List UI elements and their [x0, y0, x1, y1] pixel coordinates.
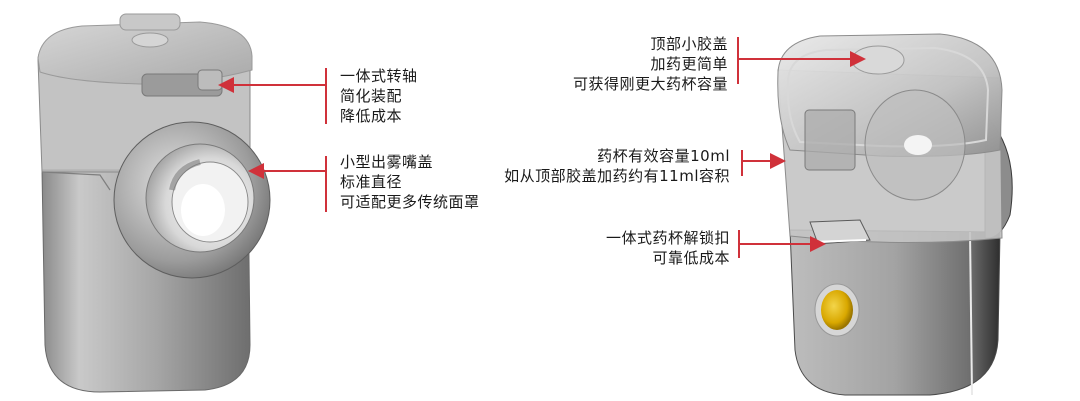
- callout-line: 一体式药杯解锁扣: [605, 229, 730, 247]
- callout-line: 顶部小胶盖: [650, 35, 728, 53]
- callout-line: 小型出雾嘴盖: [340, 153, 434, 171]
- callout-line: 标准直径: [340, 173, 403, 191]
- callout-line: 药杯有效容量10ml: [597, 147, 730, 165]
- right-device: [777, 33, 1013, 396]
- callout-top-cap: 顶部小胶盖 加药更简单 可获得刚更大药杯容量: [573, 34, 728, 94]
- callout-line: 可适配更多传统面罩: [340, 193, 480, 211]
- callout-line: 如从顶部胶盖加药约有11ml容积: [504, 167, 730, 185]
- callout-line: 加药更简单: [650, 55, 728, 73]
- callout-line: 简化装配: [340, 87, 403, 105]
- callout-line: 一体式转轴: [340, 67, 418, 85]
- callout-cup-capacity: 药杯有效容量10ml 如从顶部胶盖加药约有11ml容积: [504, 146, 730, 186]
- power-button-icon: [821, 290, 853, 330]
- callout-line: 可靠低成本: [652, 249, 730, 267]
- callout-line: 降低成本: [340, 107, 403, 125]
- callout-lines: [218, 37, 866, 258]
- callout-cup-latch: 一体式药杯解锁扣 可靠低成本: [606, 228, 730, 268]
- left-device: [37, 13, 271, 393]
- callout-hinge: 一体式转轴 简化装配 降低成本: [340, 66, 418, 126]
- callout-mouthpiece: 小型出雾嘴盖 标准直径 可适配更多传统面罩: [340, 152, 480, 212]
- callout-line: 可获得刚更大药杯容量: [572, 75, 728, 93]
